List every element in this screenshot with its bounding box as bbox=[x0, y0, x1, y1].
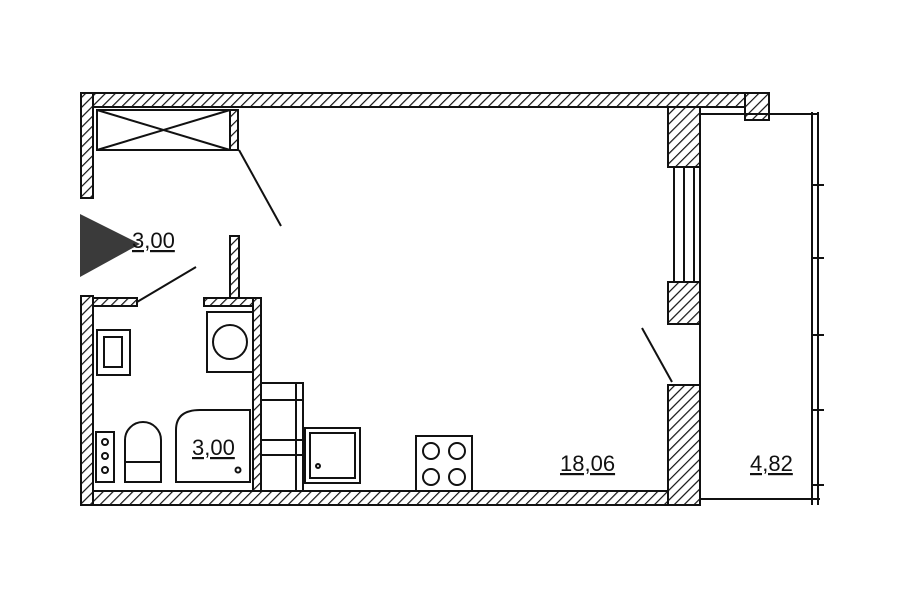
shower-tray bbox=[175, 409, 251, 483]
sink bbox=[96, 329, 131, 376]
partition-bath-top-left bbox=[92, 297, 138, 307]
partitions bbox=[92, 235, 262, 492]
entrance-arrow-icon bbox=[80, 214, 140, 277]
wall-balcony-corner bbox=[744, 92, 770, 121]
door-balcony bbox=[641, 327, 673, 383]
area-label-living: 18,06 bbox=[560, 451, 615, 476]
partition-bath-right bbox=[252, 297, 262, 492]
balcony bbox=[699, 112, 824, 505]
wall-left-lower bbox=[80, 295, 94, 506]
wall-left-upper bbox=[80, 92, 94, 199]
area-label-bathroom: 3,00 bbox=[192, 435, 235, 460]
towel-rail bbox=[95, 431, 115, 483]
wall-right-mid bbox=[667, 281, 701, 325]
doors bbox=[136, 149, 673, 383]
washing-machine bbox=[206, 311, 254, 373]
partition-hall bbox=[229, 235, 240, 299]
toilet bbox=[124, 421, 162, 483]
wall-top bbox=[80, 92, 770, 108]
door-bathroom bbox=[136, 266, 197, 303]
door-hall-living bbox=[238, 149, 282, 227]
window-living bbox=[673, 166, 695, 283]
stove bbox=[415, 435, 473, 492]
area-label-balcony: 4,82 bbox=[750, 451, 793, 476]
wardrobe bbox=[96, 109, 239, 151]
wall-right-upper bbox=[667, 106, 701, 168]
wall-bottom bbox=[80, 490, 682, 506]
wall-right-lower bbox=[667, 384, 701, 506]
area-label-hall: 3,00 bbox=[132, 228, 175, 253]
kitchen-sink bbox=[304, 427, 361, 484]
kitchen-fixtures bbox=[260, 382, 473, 492]
bathroom-fixtures bbox=[95, 311, 254, 483]
fridge bbox=[260, 382, 304, 492]
walls bbox=[80, 92, 770, 506]
